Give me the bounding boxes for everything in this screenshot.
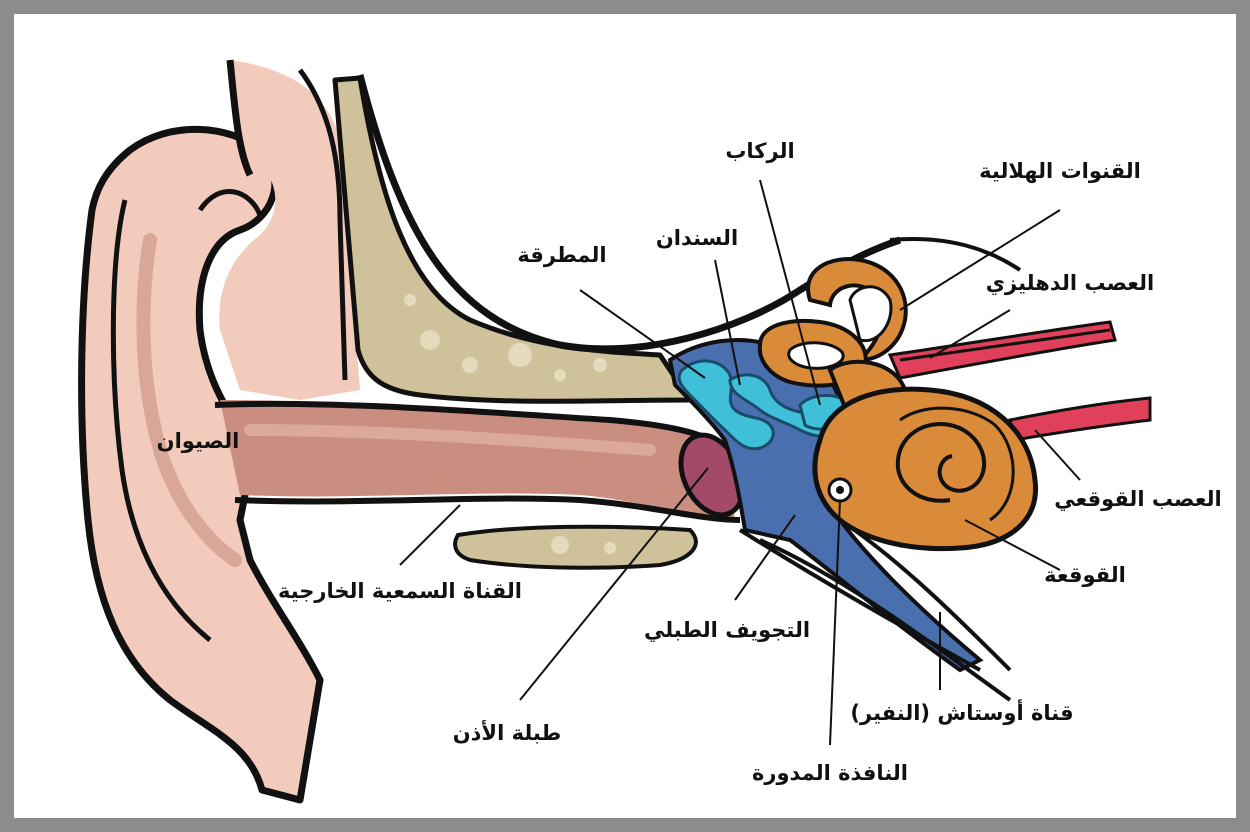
label-incus: السندان: [656, 226, 738, 250]
label-vestibular-nerve: العصب الدهليزي: [986, 271, 1154, 296]
label-semicircular-canals: القنوات الهلالية: [979, 159, 1141, 183]
label-eustachian-tube: قناة أوستاش (النفير): [850, 698, 1073, 725]
label-malleus: المطرقة: [517, 243, 606, 267]
temporal-bone-lower: [455, 527, 696, 568]
label-external-auditory-canal: القناة السمعية الخارجية: [278, 579, 522, 603]
label-cochlear-nerve: العصب القوقعي: [1054, 487, 1221, 511]
diagram-canvas: القنوات الهلالية الركاب السندان المطرقة …: [14, 14, 1236, 818]
label-round-window: النافذة المدورة: [752, 761, 908, 785]
label-cochlea: القوقعة: [1044, 563, 1126, 587]
label-tympanic-cavity: التجويف الطبلي: [644, 618, 810, 642]
label-eardrum: طبلة الأذن: [453, 719, 562, 745]
external-auditory-canal: [215, 400, 740, 520]
label-stapes: الركاب: [725, 139, 794, 163]
label-auricle: الصيوان: [157, 429, 240, 453]
ear-anatomy-diagram: القنوات الهلالية الركاب السندان المطرقة …: [14, 14, 1236, 818]
